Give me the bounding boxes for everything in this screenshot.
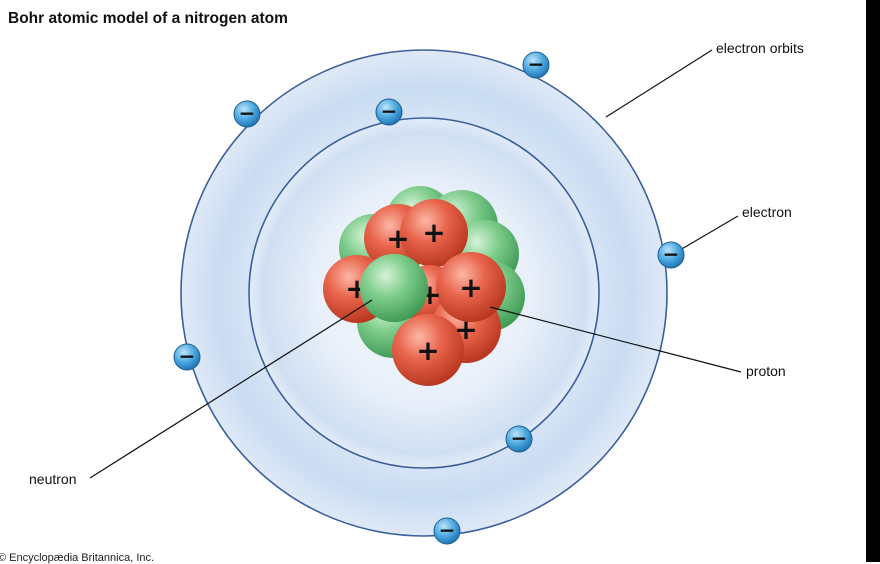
proton-sign: + [386, 222, 409, 255]
svg-text:−: − [179, 344, 196, 368]
proton [436, 252, 506, 322]
electron: − [375, 98, 403, 126]
label-electron: electron [742, 204, 792, 220]
electron: − [657, 241, 685, 269]
proton-sign: + [422, 216, 445, 249]
copyright-notice: © Encyclopædia Britannica, Inc. [0, 552, 155, 564]
electron: − [505, 425, 533, 453]
svg-text:−: − [528, 52, 545, 76]
svg-text:−: − [663, 242, 680, 266]
nucleus: + + + + + + + [323, 186, 525, 386]
neutron [360, 254, 428, 322]
svg-text:−: − [511, 426, 528, 450]
leader-line-neutron [89, 299, 373, 479]
electron: − [233, 100, 261, 128]
electrons: − − − − − − − [173, 51, 685, 545]
leader-line-electron-orbits [605, 49, 713, 118]
proton [392, 314, 464, 386]
proton-sign: + [454, 313, 477, 346]
electron: − [522, 51, 550, 79]
right-edge-bar [866, 0, 880, 562]
leader-line-electron [679, 215, 739, 251]
svg-text:−: − [239, 101, 256, 125]
label-proton: proton [746, 363, 786, 379]
proton [400, 199, 468, 267]
svg-text:−: − [439, 518, 456, 542]
label-electron-orbits: electron orbits [716, 40, 804, 56]
proton-sign: + [459, 271, 482, 304]
diagram-title: Bohr atomic model of a nitrogen atom [8, 10, 288, 27]
leader-line-proton [489, 306, 742, 373]
electron: − [433, 517, 461, 545]
label-neutron: neutron [29, 471, 77, 487]
svg-text:−: − [381, 99, 398, 123]
proton-sign: + [416, 334, 439, 367]
electron: − [173, 343, 201, 371]
